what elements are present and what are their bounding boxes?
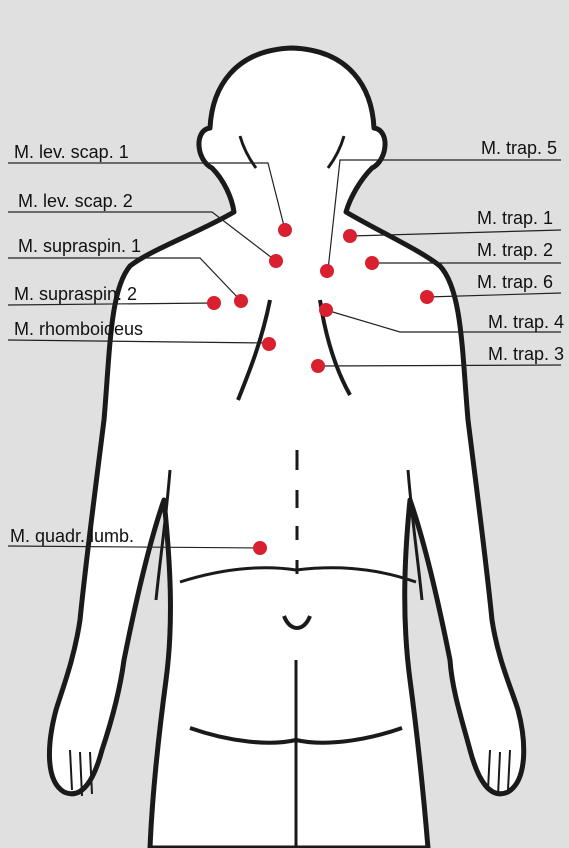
point-trap-1	[343, 229, 357, 243]
point-trap-2	[365, 256, 379, 270]
label-trap-6: M. trap. 6	[477, 272, 553, 292]
point-trap-3	[311, 359, 325, 373]
label-trap-1: M. trap. 1	[477, 208, 553, 228]
label-lev-scap-2: M. lev. scap. 2	[18, 191, 133, 211]
point-rhomboideus	[262, 337, 276, 351]
label-trap-2: M. trap. 2	[477, 240, 553, 260]
label-lev-scap-1: M. lev. scap. 1	[14, 142, 129, 162]
label-rhomboideus: M. rhomboideus	[14, 319, 143, 339]
point-trap-4	[319, 303, 333, 317]
label-supraspin-2: M. supraspin. 2	[14, 284, 137, 304]
label-quadr-lumb: M. quadr. lumb.	[10, 526, 134, 546]
point-lev-scap-2	[269, 254, 283, 268]
point-lev-scap-1	[278, 223, 292, 237]
point-trap-6	[420, 290, 434, 304]
label-trap-5: M. trap. 5	[481, 138, 557, 158]
point-supraspin-1	[234, 294, 248, 308]
label-supraspin-1: M. supraspin. 1	[18, 236, 141, 256]
point-quadr-lumb	[253, 541, 267, 555]
point-supraspin-2	[207, 296, 221, 310]
point-trap-5	[320, 264, 334, 278]
label-trap-4: M. trap. 4	[488, 312, 564, 332]
label-trap-3: M. trap. 3	[488, 344, 564, 364]
